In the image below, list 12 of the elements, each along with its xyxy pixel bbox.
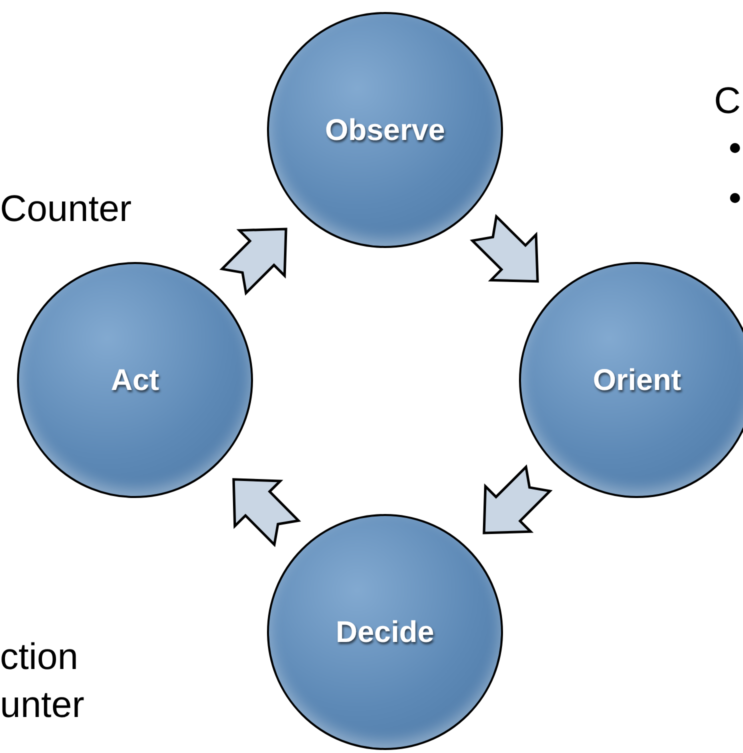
node-label: Orient xyxy=(592,362,682,398)
node-label: Observe xyxy=(324,112,446,148)
text-label: unter xyxy=(0,686,84,723)
node-label: Decide xyxy=(336,614,434,650)
text-label: Counter xyxy=(0,190,132,227)
text-label: ction xyxy=(0,638,78,675)
block-arrow xyxy=(219,228,288,296)
node-label: Act xyxy=(110,362,160,398)
block-arrow xyxy=(482,464,553,534)
block-arrow xyxy=(470,214,539,283)
text-label: C xyxy=(714,82,741,119)
block-arrow xyxy=(232,478,302,548)
